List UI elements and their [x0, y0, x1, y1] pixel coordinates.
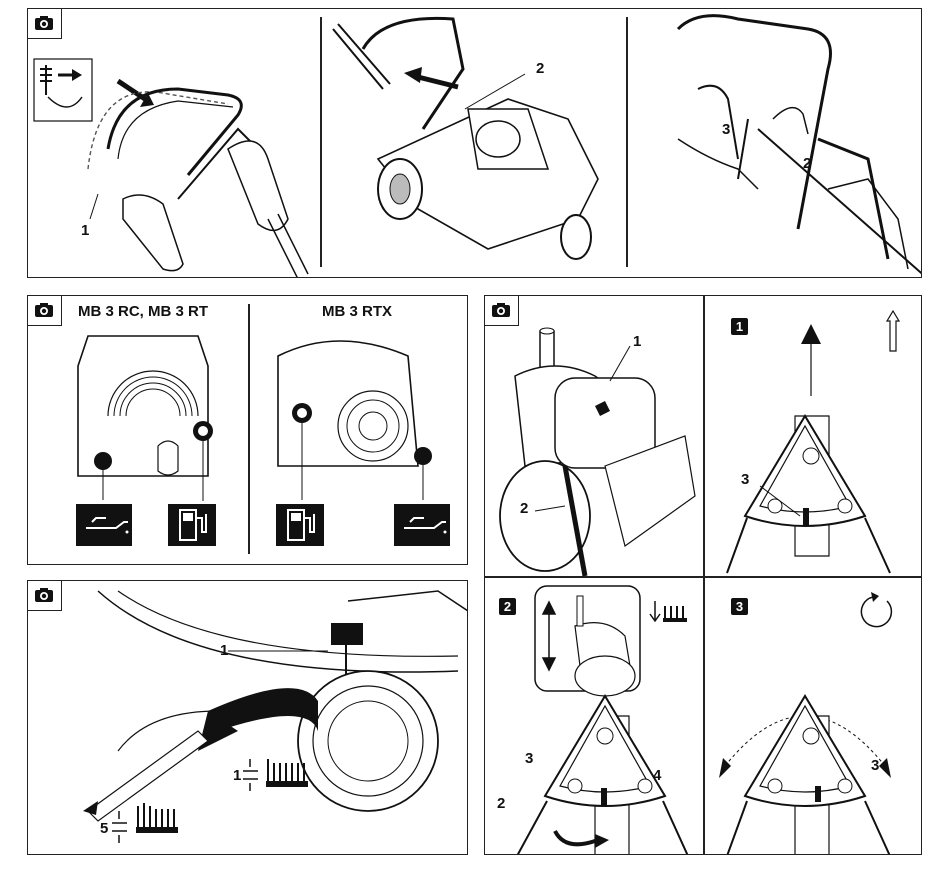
handle-height-illustrations [485, 296, 922, 855]
cut-setting-5: 5 [100, 821, 108, 836]
fuel-pump-icon [276, 504, 324, 546]
callout-2: 2 [520, 501, 528, 516]
callout-3: 3 [525, 751, 533, 766]
fuel-pump-icon [168, 504, 216, 546]
oil-can-icon [394, 504, 450, 546]
cut-setting-1: 1 [233, 768, 241, 783]
cut-height-high-icon [243, 759, 308, 791]
oil-can-icon [76, 504, 132, 546]
step-badge: 2 [499, 598, 516, 615]
callout-3: 3 [722, 122, 730, 137]
panel-cutting-height: 1 1 5 [27, 580, 468, 855]
step-badge: 1 [731, 318, 748, 335]
cutting-height-illustration [28, 581, 468, 855]
cut-height-low-icon [112, 803, 178, 843]
panel-handle-assembly: 1 2 3 2 [27, 8, 922, 278]
callout-4: 4 [653, 768, 661, 783]
callout-3: 3 [741, 472, 749, 487]
panel-handle-height: 1 2 1 3 2 3 4 2 3 3 [484, 295, 922, 855]
handle-adjust-illustration [28, 9, 922, 278]
callout-2: 2 [497, 796, 505, 811]
step-badge: 3 [731, 598, 748, 615]
callout-3: 3 [871, 758, 879, 773]
callout-2: 2 [803, 156, 811, 171]
engine-illustrations [28, 296, 468, 565]
callout-1: 1 [220, 643, 228, 658]
panel-engine-fill-points: MB 3 RC, MB 3 RT MB 3 RTX [27, 295, 468, 565]
handle-height-symbol-icon [650, 601, 687, 622]
callout-1: 1 [633, 334, 641, 349]
